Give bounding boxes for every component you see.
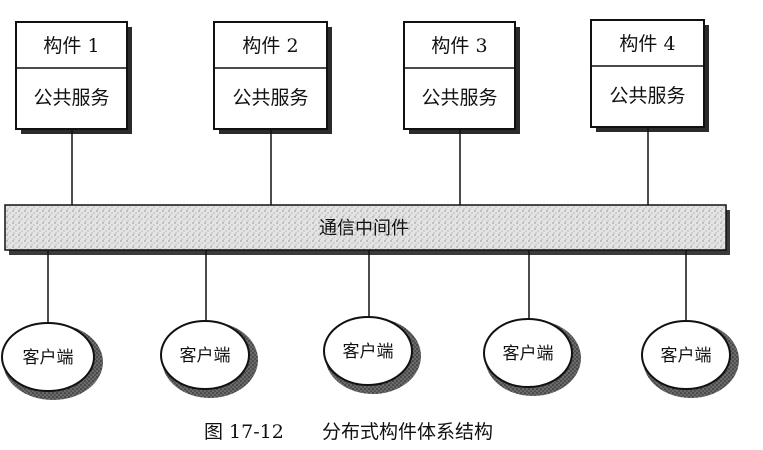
figure-caption: 图 17-12 分布式构件体系结构 [204,421,493,443]
component-4-service: 公共服务 [609,85,685,107]
client-1-node [1,322,95,392]
component-4-name: 构件 4 [619,33,675,55]
component-2-box [213,21,328,130]
component-1-name: 构件 1 [43,35,99,57]
client-3-label: 客户端 [343,342,394,362]
client-3: 客户端 [323,316,421,394]
figure-number: 图 17-12 [204,421,284,443]
component-1-service: 公共服务 [33,87,109,109]
component-2: 构件 2 公共服务 [213,21,332,134]
client-5-label: 客户端 [661,346,712,366]
middleware-bus: 通信中间件 [4,204,730,255]
component-2-service: 公共服务 [232,87,308,109]
component-3-name: 构件 3 [431,35,487,57]
client-1: 客户端 [1,322,103,400]
client-4-label: 客户端 [503,344,554,364]
client-2-label: 客户端 [180,346,231,366]
client-4: 客户端 [483,318,581,396]
component-3: 构件 3 公共服务 [403,21,520,134]
component-1: 构件 1 公共服务 [15,21,132,134]
client-5: 客户端 [641,320,739,398]
client-2-node [160,320,250,390]
component-4: 构件 4 公共服务 [590,19,709,132]
client-5-node [641,320,731,390]
component-1-box [15,21,128,130]
client-1-label: 客户端 [23,348,74,368]
component-2-name: 构件 2 [242,35,298,57]
middleware-bus-body [4,204,727,251]
middleware-label: 通信中间件 [319,218,409,239]
figure-title: 分布式构件体系结构 [322,421,493,443]
client-2: 客户端 [160,320,258,398]
component-3-box [403,21,516,130]
client-4-node [483,318,573,388]
component-4-box [590,19,705,128]
component-3-service: 公共服务 [421,87,497,109]
client-3-node [323,316,413,386]
